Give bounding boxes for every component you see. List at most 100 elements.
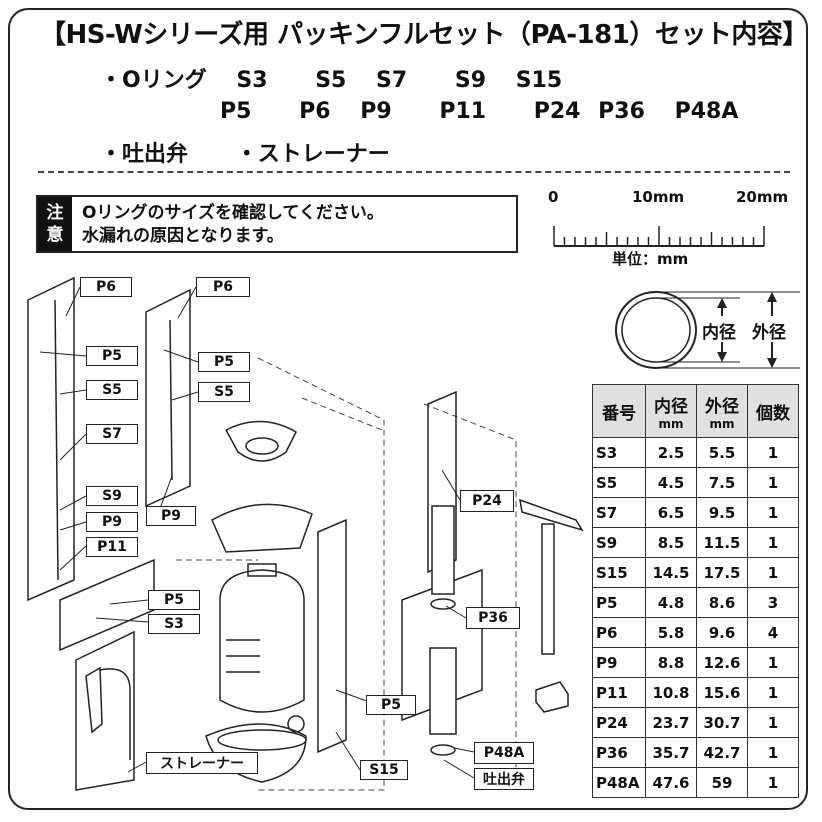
cell-inner: 4.8: [645, 587, 697, 618]
cell-outer: 8.6: [696, 587, 748, 618]
oring-s-series-line: ・Oリング S3 S5 S7 S9 S15: [100, 62, 562, 94]
cell-outer: 30.7: [696, 707, 748, 738]
leader-lines: [39, 286, 475, 779]
p-code-p24: P24: [533, 99, 581, 124]
cell-outer: 12.6: [696, 647, 748, 678]
header-code: 番号: [592, 384, 646, 438]
s-code-s3: S3: [236, 68, 268, 93]
p-code-p9: P9: [360, 99, 392, 124]
cell-outer: 7.5: [696, 467, 748, 498]
cell-outer: 9.5: [696, 497, 748, 528]
p-code-p11: P11: [439, 99, 487, 124]
header-qty: 個数: [747, 384, 799, 438]
callout-s3: S3: [148, 614, 200, 634]
callout-p11: P11: [86, 537, 138, 557]
oring-label: ・Oリング: [100, 68, 207, 93]
page-title: 【HS-Wシリーズ用 パッキンフルセット（PA-181）セット内容】: [40, 20, 808, 50]
cell-inner: 2.5: [645, 437, 697, 468]
notice-text: Oリングのサイズを確認してください。 水漏れの原因となります。: [82, 202, 384, 248]
callout-p24: P24: [460, 490, 514, 512]
callout-p6-left: P6: [80, 277, 132, 297]
cell-code: P11: [592, 677, 646, 708]
cell-code: P6: [592, 617, 646, 648]
section-divider: [38, 171, 790, 173]
callout-p9-right: P9: [146, 506, 196, 526]
ring-outer-label: 外径: [752, 323, 786, 343]
cell-qty: 1: [747, 527, 799, 558]
cell-inner: 4.5: [645, 467, 697, 498]
outer-frame: [8, 8, 808, 810]
strainer-item: ・ストレーナー: [235, 142, 390, 167]
cell-qty: 1: [747, 437, 799, 468]
callout-p5-pump: P5: [148, 590, 200, 610]
cell-inner: 8.5: [645, 527, 697, 558]
callout-s7: S7: [86, 424, 138, 444]
scale-ruler: 0 10mm 20mm: [548, 188, 788, 278]
other-items-line: ・吐出弁 ・ストレーナー: [100, 136, 390, 168]
p-code-p5: P5: [220, 99, 252, 124]
ring-inner-label: 内径: [702, 323, 736, 343]
callout-s5-left: S5: [86, 380, 138, 400]
notice-line1: Oリングのサイズを確認してください。: [82, 203, 384, 223]
cell-outer: 9.6: [696, 617, 748, 648]
ruler-label-0: 0: [548, 188, 559, 206]
notice-line2: 水漏れの原因となります。: [82, 226, 284, 246]
cell-inner: 14.5: [645, 557, 697, 588]
cell-code: P5: [592, 587, 646, 618]
cell-outer: 59: [696, 767, 748, 798]
sub-assembly-panels: [27, 276, 483, 791]
component-shapes: [54, 299, 584, 783]
callout-p9-left: P9: [86, 512, 138, 532]
header-outer-label: 外径: [705, 396, 739, 417]
unit-label: 単位：mm: [612, 250, 689, 268]
cell-outer: 42.7: [696, 737, 748, 768]
s-code-s15: S15: [515, 68, 563, 93]
notice-tag-char2: 意: [46, 225, 64, 245]
callout-s9: S9: [86, 486, 138, 506]
callout-p36: P36: [466, 607, 520, 629]
header-outer-unit: mm: [709, 416, 735, 431]
cell-inner: 35.7: [645, 737, 697, 768]
callout-p5-right: P5: [198, 352, 250, 372]
s-code-s7: S7: [376, 68, 408, 93]
cell-qty: 1: [747, 707, 799, 738]
callout-valve: 吐出弁: [474, 768, 534, 790]
ruler-label-20: 20mm: [736, 188, 789, 206]
callout-p48a: P48A: [474, 742, 534, 764]
cell-qty: 1: [747, 767, 799, 798]
s-code-s9: S9: [454, 68, 487, 93]
cell-qty: 1: [747, 677, 799, 708]
header-inner-label: 内径: [654, 396, 688, 417]
callout-p5-cylinder: P5: [366, 695, 416, 715]
cell-qty: 4: [747, 617, 799, 648]
oring-p-series-line: P5 P6 P9 P11 P24 P36 P48A: [220, 99, 738, 124]
cell-qty: 1: [747, 467, 799, 498]
header-inner-unit: mm: [658, 416, 684, 431]
ruler-ticks: [553, 226, 765, 247]
cell-qty: 1: [747, 557, 799, 588]
cell-inner: 5.8: [645, 617, 697, 648]
s-code-s5: S5: [315, 68, 347, 93]
p-code-p48a: P48A: [674, 99, 739, 124]
diagram-dashed-frames: [176, 357, 517, 791]
cell-outer: 15.6: [696, 677, 748, 708]
notice-tag: 注 意: [38, 197, 72, 251]
p-code-p36: P36: [598, 99, 645, 124]
notice-box: 注 意 Oリングのサイズを確認してください。 水漏れの原因となります。: [36, 195, 518, 253]
callout-p6-right: P6: [196, 277, 250, 297]
callout-s15: S15: [360, 760, 408, 780]
callout-p5-left: P5: [86, 346, 138, 366]
